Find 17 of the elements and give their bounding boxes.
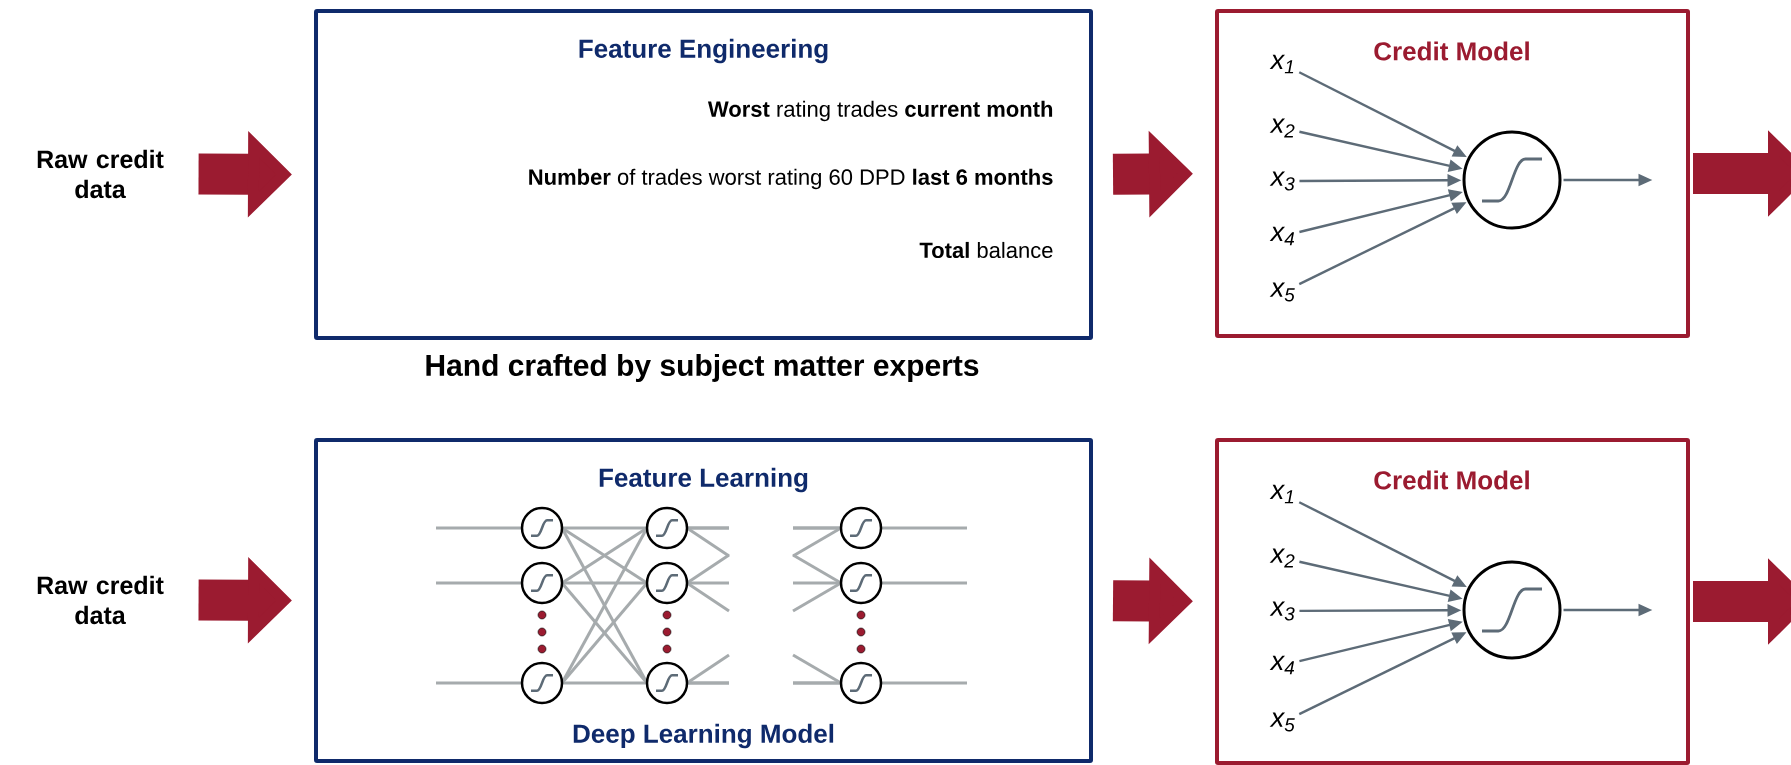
input-variable: x$_{4}$ <box>1269 226 1295 246</box>
neuron-circle <box>1462 130 1562 230</box>
input-variable: x$_{1}$ <box>1269 54 1294 74</box>
input-variable: x$_{1}$ <box>1269 484 1294 504</box>
input-label: Raw credit data <box>37 575 164 625</box>
input-variable: x$_{5}$ <box>1269 712 1295 732</box>
input-variable: x$_{4}$ <box>1269 655 1295 675</box>
neuron-circle <box>1462 560 1562 660</box>
feature-box: Feature Engineering Worst rating trades current month Number of trades worst rating 60 DPD last 6 months Total balance <box>314 9 1093 340</box>
input-variable: x$_{2}$ <box>1269 118 1295 138</box>
caption-text: Hand crafted by subject matter experts <box>426 354 979 382</box>
input-variable: x$_{3}$ <box>1269 601 1295 621</box>
feature-box: Feature Learning Deep Learning Model <box>314 438 1093 763</box>
input-variable: x$_{2}$ <box>1269 548 1295 568</box>
input-variable: x$_{3}$ <box>1269 171 1295 191</box>
input-variable: x$_{5}$ <box>1269 282 1295 302</box>
input-label: Raw credit data <box>37 149 164 199</box>
